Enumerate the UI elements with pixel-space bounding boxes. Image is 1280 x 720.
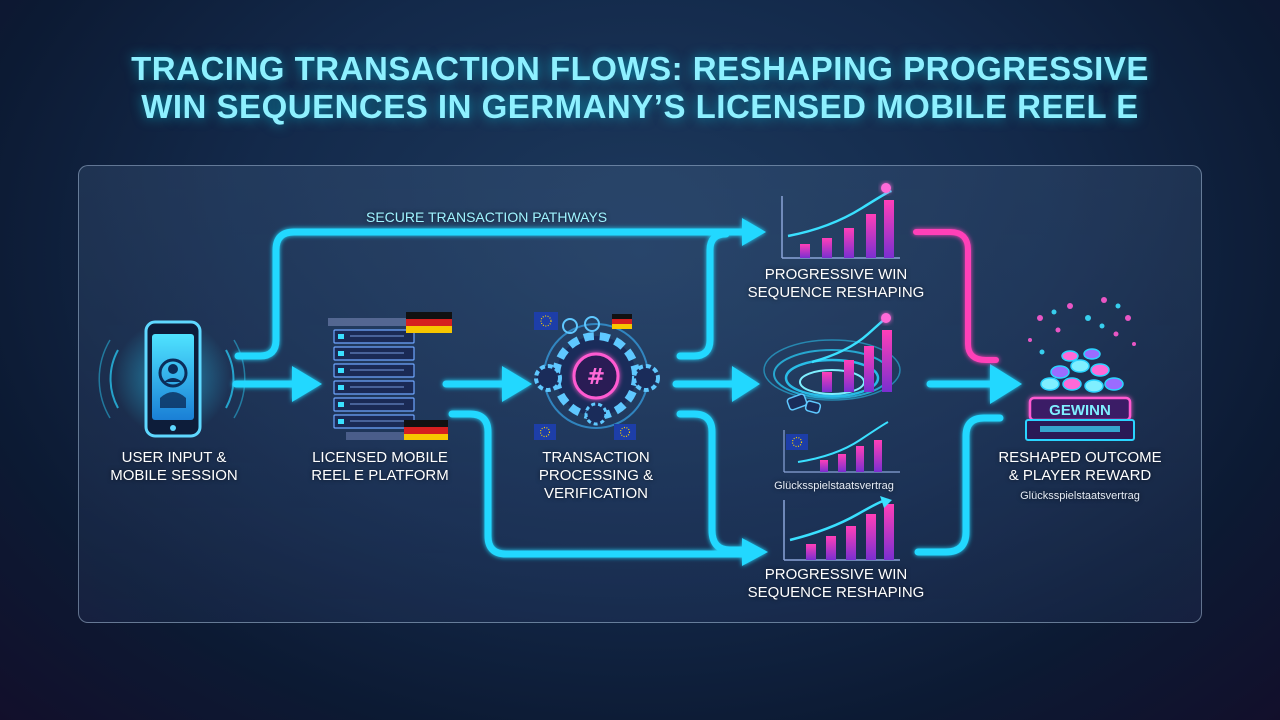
label-processing-line-1: TRANSACTION [542,449,650,466]
label-middle-caption: Glücksspielstaatsvertrag [774,480,894,492]
eu-flag-icon [786,434,808,450]
title-line-1: TRACING TRANSACTION FLOWS: RESHAPING PRO… [131,50,1149,87]
connector-bottom-outcome [914,414,1004,556]
connector-top-pathway [234,228,749,360]
arrowhead-platform-processing [502,366,532,402]
svg-text:#: # [587,365,605,390]
label-win-bottom-line-2: SEQUENCE RESHAPING [747,584,925,601]
germany-flag-icon [404,420,448,440]
eu-flag-icon [534,312,558,330]
bar-chart-icon [783,421,900,473]
server-rack-icon [328,312,452,440]
label-outcome-line-1: RESHAPED OUTCOME [998,449,1162,466]
connector-top-outcome [913,229,999,363]
page-title: TRACING TRANSACTION FLOWS: RESHAPING PRO… [0,50,1280,126]
pathway-label: SECURE TRANSACTION PATHWAYS [366,209,608,225]
vortex-icon [763,339,901,414]
treasure-chest-icon: GEWINN [1025,297,1136,441]
gear-icon: # [534,312,660,440]
bar-chart-icon [783,496,900,561]
arrowhead-processing-middle [732,366,760,402]
germany-flag-icon [406,312,452,333]
label-user-line-1: USER INPUT & [121,449,227,466]
title-line-2: WIN SEQUENCES IN GERMANY’S LICENSED MOBI… [141,88,1139,125]
arrowhead-top-pathway [742,218,766,246]
label-win-top-line-2: SEQUENCE RESHAPING [747,284,925,301]
label-processing-line-2: PROCESSING & [538,467,654,484]
label-outcome-line-2: & PLAYER REWARD [1008,467,1152,484]
label-outcome: RESHAPED OUTCOME & PLAYER REWARD Glückss… [998,449,1162,505]
label-platform: LICENSED MOBILE REEL E PLATFORM [302,449,458,485]
gewinn-badge: GEWINN [1049,402,1111,419]
arrowhead-middle-outcome [990,364,1022,404]
label-user-line-2: MOBILE SESSION [110,467,238,484]
bar-chart-icon [781,183,900,259]
label-platform-line-1: LICENSED MOBILE [312,449,448,466]
connector-processing-bottom [676,410,749,554]
label-win-top-line-1: PROGRESSIVE WIN [764,266,908,283]
eu-flag-icon [614,424,636,440]
connector-processing-top [676,230,730,360]
label-win-bottom-line-1: PROGRESSIVE WIN [764,566,908,583]
eu-flag-icon [534,424,556,440]
label-outcome-caption: Glücksspielstaatsvertrag [1020,490,1140,502]
germany-flag-icon [612,314,632,329]
connectors [232,218,1022,566]
diagram-panel [78,165,1202,623]
arrowhead-user-platform [292,366,322,402]
label-processing-line-3: VERIFICATION [544,485,648,502]
smartphone-icon [98,320,246,438]
label-platform-line-2: REEL E PLATFORM [311,467,449,484]
label-win-top: PROGRESSIVE WIN SEQUENCE RESHAPING [744,266,928,302]
bar-chart-icon [811,313,892,392]
label-user-input: USER INPUT & MOBILE SESSION [92,449,256,485]
connector-platform-bottom [448,410,749,558]
arrowhead-bottom-pathway [742,538,768,566]
label-processing: TRANSACTION PROCESSING & VERIFICATION [518,449,674,503]
label-win-bottom: PROGRESSIVE WIN SEQUENCE RESHAPING [744,566,928,602]
